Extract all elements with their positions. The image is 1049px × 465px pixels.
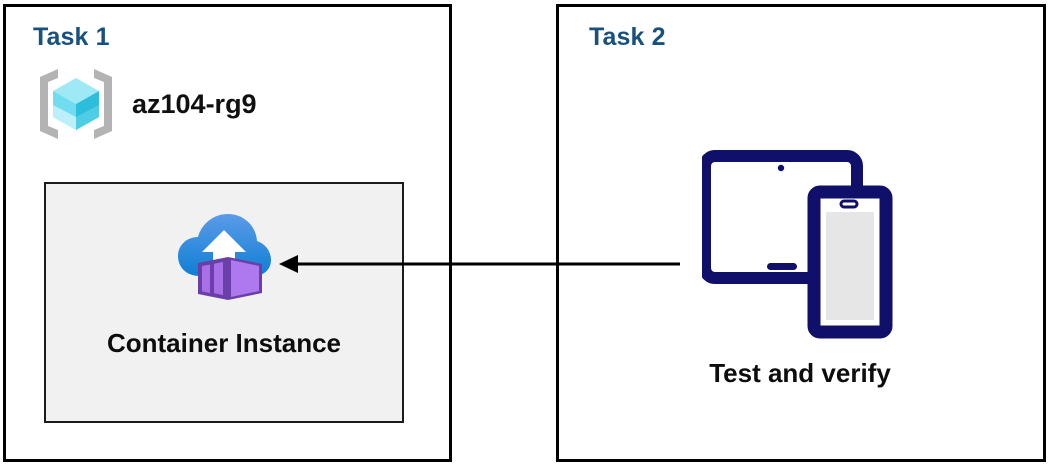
resource-group-label: az104-rg9 — [132, 88, 257, 119]
test-and-verify-block: Test and verify — [590, 150, 1010, 389]
test-and-verify-label: Test and verify — [709, 358, 891, 388]
task-1-panel: Task 1 az104-rg9 — [3, 4, 452, 462]
azure-container-instance-icon — [176, 184, 272, 304]
task-2-panel: Task 2 — [556, 4, 1046, 462]
tablet-and-phone-icon — [702, 150, 898, 340]
container-instance-label: Container Instance — [106, 328, 342, 358]
azure-resource-group-icon — [36, 65, 116, 143]
resource-group-row: az104-rg9 — [36, 65, 257, 143]
container-instance-card: Container Instance — [44, 182, 404, 423]
task-1-title: Task 1 — [33, 23, 110, 51]
task-2-title: Task 2 — [589, 23, 666, 51]
